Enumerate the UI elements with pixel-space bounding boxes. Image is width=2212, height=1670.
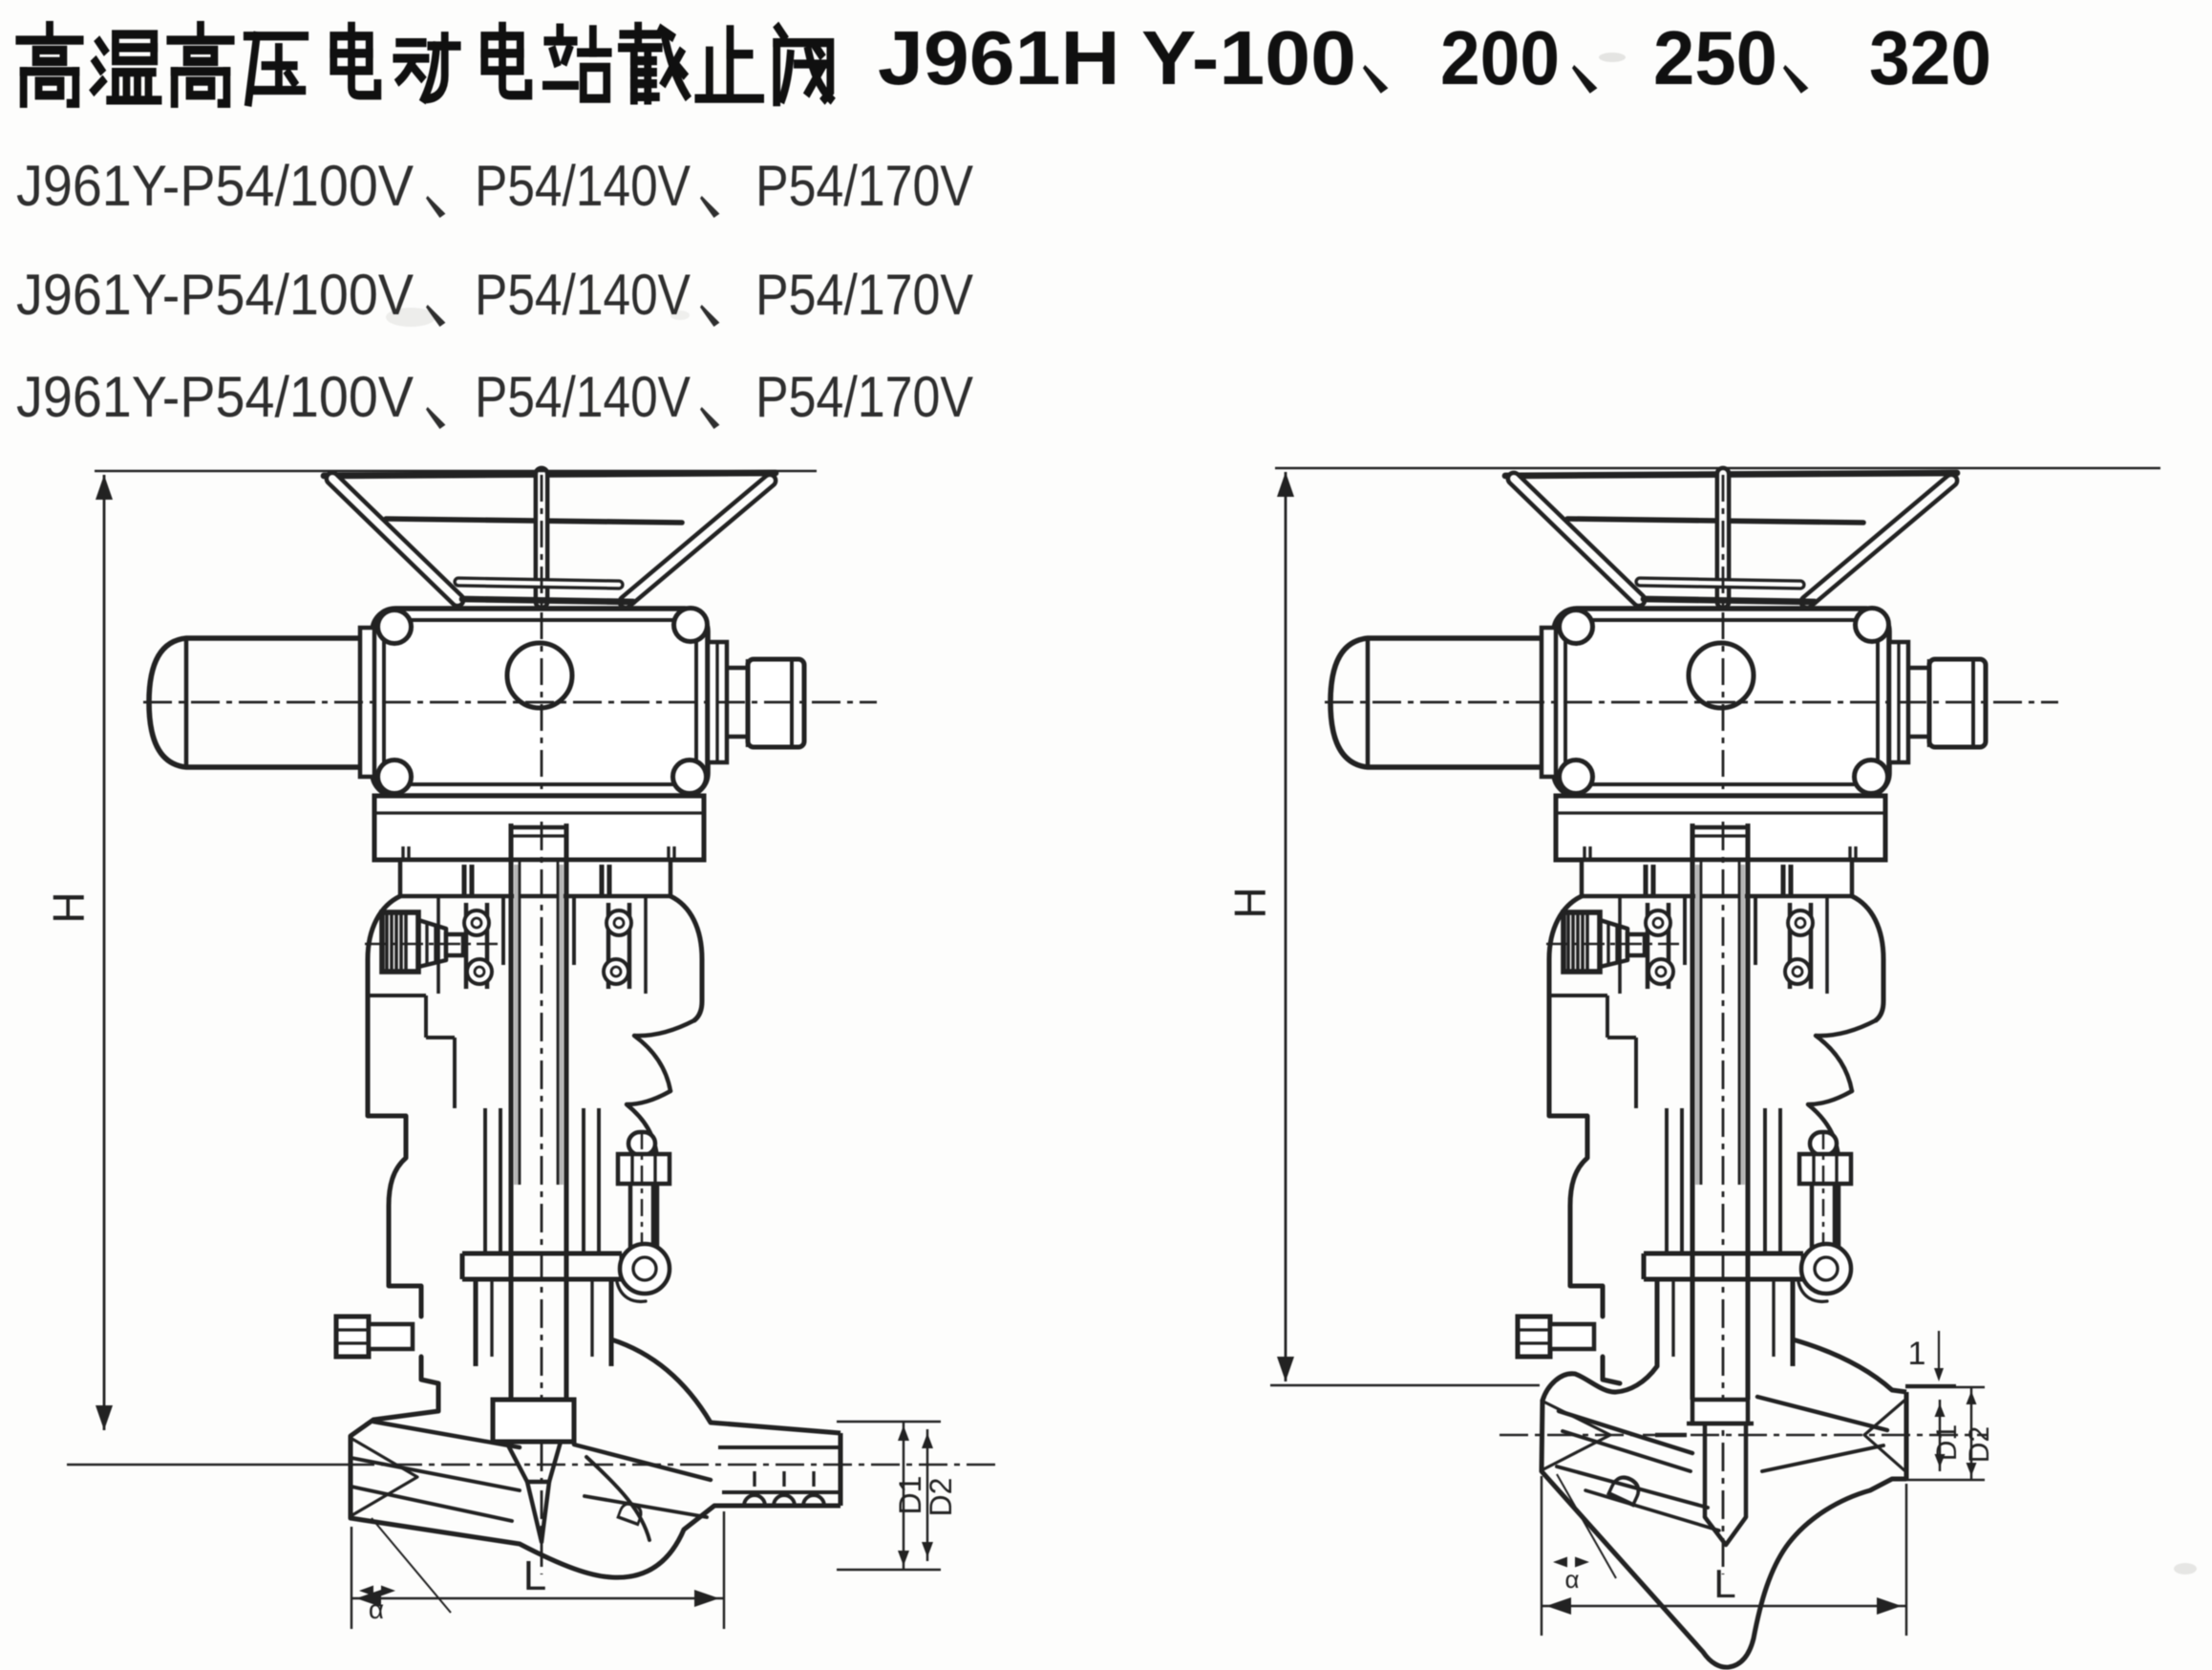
svg-text:320: 320 xyxy=(1869,15,1991,100)
svg-text:L: L xyxy=(523,1552,546,1599)
svg-text:250: 250 xyxy=(1653,15,1777,100)
svg-text:α: α xyxy=(369,1595,384,1624)
svg-text:α: α xyxy=(1564,1565,1579,1594)
svg-text:J961H Y-100: J961H Y-100 xyxy=(878,15,1356,100)
svg-text:D2: D2 xyxy=(1964,1426,1995,1463)
svg-text:J961Y-P54/100V: J961Y-P54/100V xyxy=(16,365,414,429)
svg-text:P54/140V: P54/140V xyxy=(475,365,691,429)
svg-text:P54/140V: P54/140V xyxy=(475,154,691,218)
svg-text:L: L xyxy=(1713,1561,1735,1606)
svg-text:J961Y-P54/100V: J961Y-P54/100V xyxy=(16,263,414,327)
svg-text:P54/170V: P54/170V xyxy=(755,263,973,327)
svg-text:200: 200 xyxy=(1440,15,1560,100)
svg-text:J961Y-P54/100V: J961Y-P54/100V xyxy=(16,154,414,218)
svg-text:H: H xyxy=(44,891,94,923)
svg-text:P54/170V: P54/170V xyxy=(755,365,973,429)
svg-text:D2: D2 xyxy=(924,1478,958,1517)
svg-text:D1: D1 xyxy=(1931,1424,1963,1461)
svg-text:P54/170V: P54/170V xyxy=(755,154,973,218)
svg-text:P54/140V: P54/140V xyxy=(475,263,691,327)
svg-text:H: H xyxy=(1225,887,1275,918)
svg-text:1: 1 xyxy=(1908,1336,1926,1372)
svg-text:D1: D1 xyxy=(893,1476,927,1515)
